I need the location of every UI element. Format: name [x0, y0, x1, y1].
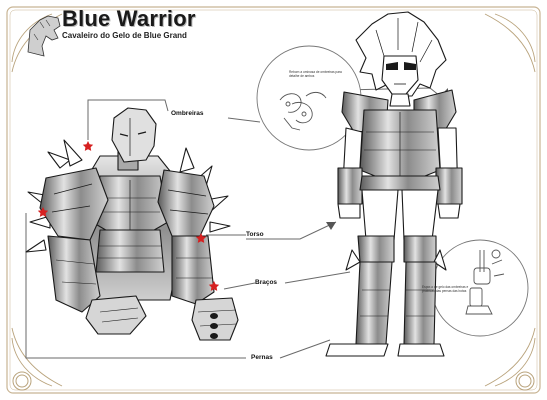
- label-arms: Braços: [255, 279, 277, 286]
- horse-emblem-icon: [28, 16, 60, 56]
- label-shoulders: Ombreiras: [171, 110, 204, 117]
- armor-illustration: [26, 108, 238, 340]
- note-top: Reborn a ominosa de ombreiras para detal…: [289, 70, 344, 78]
- note-bottom: Espor-o de gelo das ombreiras e proibica…: [422, 285, 474, 293]
- label-legs: Pernas: [251, 354, 273, 361]
- sheet-subtitle: Cavaleiro do Gelo de Blue Grand: [62, 31, 187, 40]
- sheet-title: Blue Warrior: [62, 6, 196, 32]
- label-torso: Torso: [246, 231, 264, 238]
- corner-emblem-icon: [13, 372, 534, 390]
